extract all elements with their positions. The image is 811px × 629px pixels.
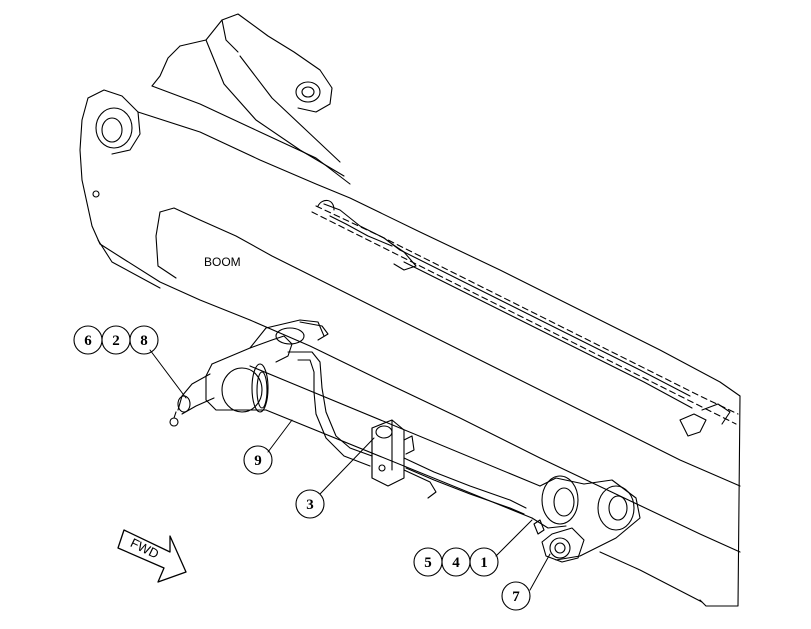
callout-2: 2	[112, 333, 120, 349]
callout-3-group: 3	[295, 489, 325, 519]
callout-4: 4	[452, 555, 460, 571]
boom-outline	[79, 13, 741, 607]
fwd-arrow-icon: FWD	[117, 529, 187, 583]
callout-8: 8	[140, 333, 148, 349]
callout-3: 3	[306, 497, 314, 513]
callout-1: 1	[480, 555, 488, 571]
callout-circle-8	[129, 325, 159, 355]
callout-5-4-1: 5 4 1	[413, 547, 499, 577]
callout-circle-3	[295, 489, 325, 519]
fwd-label: FWD	[128, 535, 161, 561]
callout-7: 7	[512, 589, 520, 605]
callout-5: 5	[424, 555, 432, 571]
callout-9-group: 9	[243, 445, 273, 475]
leader-lines	[149, 349, 551, 591]
callout-circle-9	[243, 445, 273, 475]
hydraulic-cylinder	[169, 319, 641, 563]
callout-6: 6	[84, 333, 92, 349]
boom-label: BOOM	[204, 255, 241, 269]
callout-6-2-8: 6 2 8	[73, 325, 159, 355]
callout-circle-7	[501, 581, 531, 611]
callout-circle-1	[469, 547, 499, 577]
callout-9: 9	[254, 453, 262, 469]
callout-7-group: 7	[501, 581, 531, 611]
